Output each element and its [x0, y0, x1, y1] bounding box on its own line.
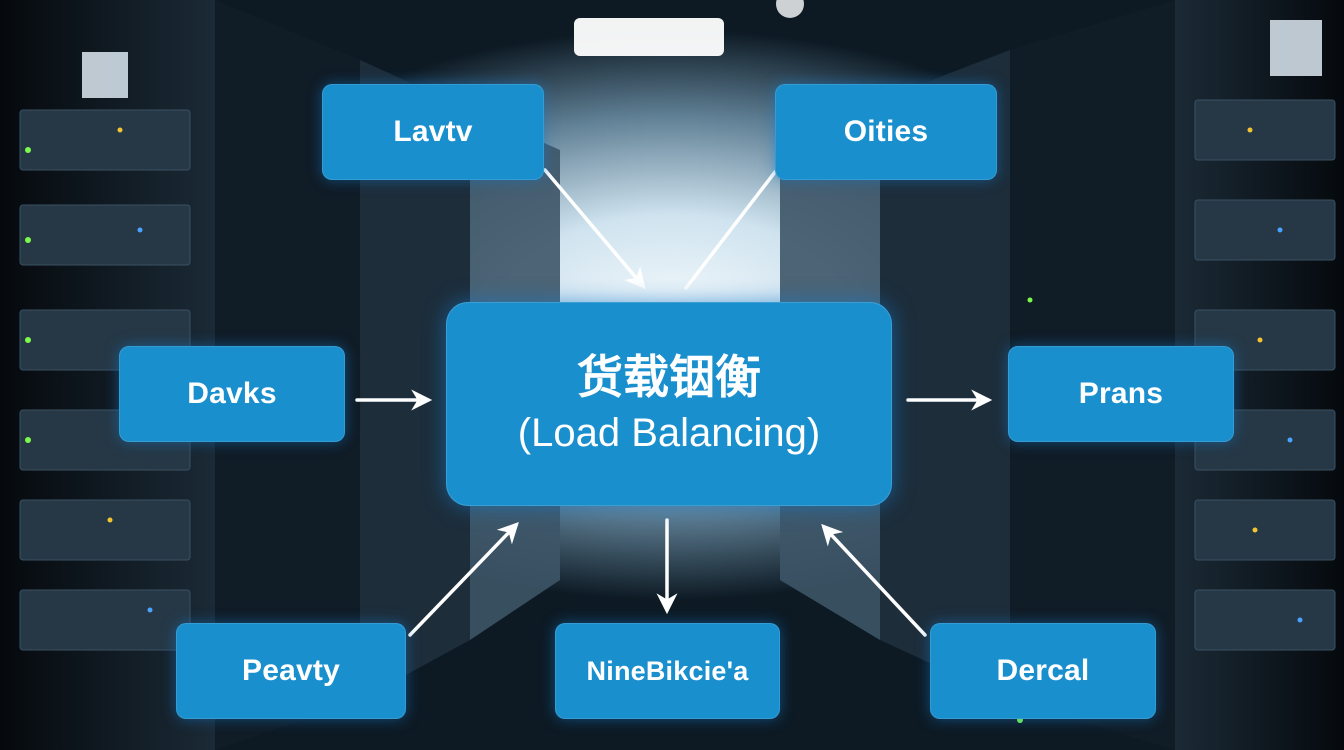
node-top-right: Oities: [775, 84, 997, 180]
left-server-rack-back: [360, 60, 470, 700]
node-bottom-left: Peavty: [176, 623, 406, 719]
node-bottom-center: NineBikcie'a: [555, 623, 780, 719]
node-mid-left-label: Davks: [187, 377, 277, 410]
load-balancer-node: 货载铟衡 (Load Balancing): [446, 302, 892, 506]
node-mid-right: Prans: [1008, 346, 1234, 442]
connection-arrows: [355, 168, 993, 637]
node-mid-left: Davks: [119, 346, 345, 442]
node-bottom-right-label: Dercal: [996, 654, 1090, 687]
rack-display-left: [82, 52, 128, 98]
node-top-left-label: Lavtv: [393, 115, 473, 148]
arrow-bottom-right: [821, 523, 927, 637]
node-bottom-left-label: Peavty: [242, 654, 340, 687]
node-bottom-center-label: NineBikcie'a: [586, 655, 749, 686]
left-server-rack-front: [0, 0, 215, 750]
node-top-left: Lavtv: [322, 84, 544, 180]
node-mid-right-label: Prans: [1078, 377, 1164, 410]
right-server-rack-back: [880, 50, 1010, 700]
load-balancer-title-zh: 货载铟衡: [577, 349, 761, 404]
line-top-right: [684, 170, 777, 290]
arrow-top-left: [543, 168, 646, 290]
node-top-right-label: Oities: [843, 115, 929, 148]
load-balancer-title-en: (Load Balancing): [517, 411, 821, 456]
node-bottom-right: Dercal: [930, 623, 1156, 719]
ceiling-light: [574, 18, 724, 56]
status-leds: [25, 127, 1303, 723]
arrow-bottom-left: [408, 521, 519, 637]
rack-display-right: [1270, 20, 1322, 76]
right-server-rack-front: [1175, 0, 1344, 750]
